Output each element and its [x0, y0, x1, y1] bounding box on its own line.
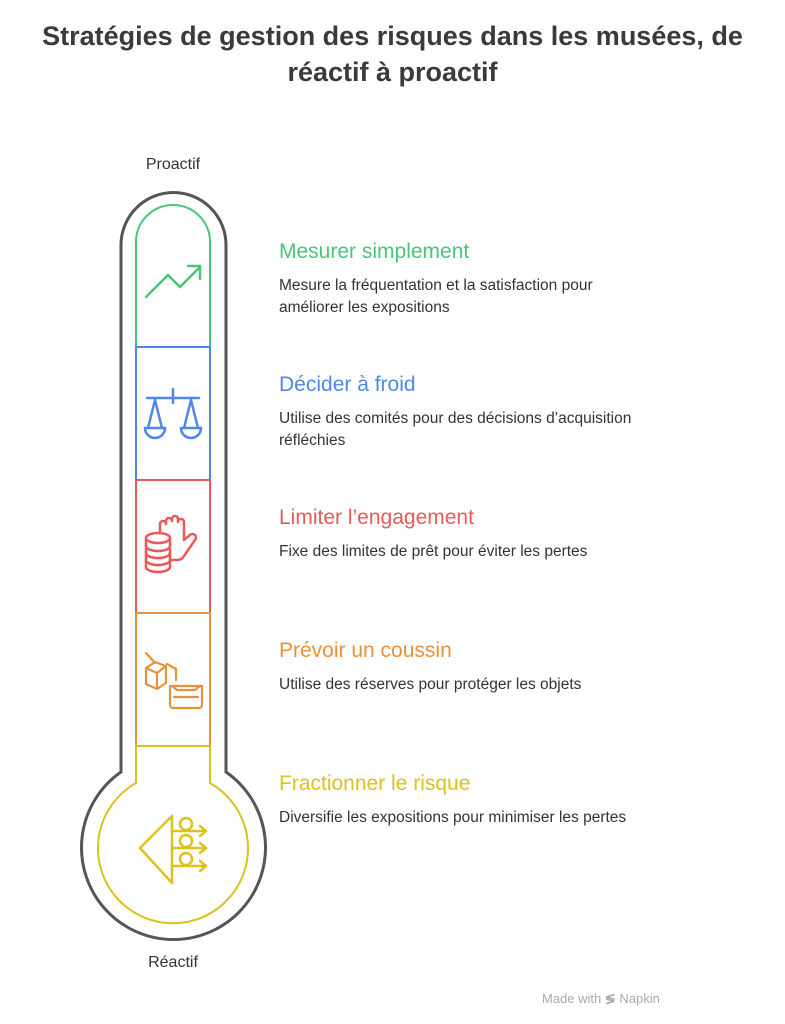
strategy-description: Fixe des limites de prêt pour éviter les… — [279, 543, 588, 560]
strategy-heading: Décider à froid — [279, 373, 416, 396]
strategy-heading: Mesurer simplement — [279, 240, 470, 263]
axis-label-bottom: Réactif — [148, 954, 198, 971]
hand-coins-icon — [144, 514, 198, 574]
thermometer-outline — [80, 191, 267, 941]
page-title: Stratégies de gestion des risques dans l… — [42, 21, 743, 87]
strategy-description: Utilise des réserves pour protéger les o… — [279, 676, 582, 693]
strategy-item-measure: Mesurer simplement Mesure la fréquentati… — [279, 239, 639, 319]
made-with-label: Made with — [542, 991, 602, 1006]
trend-up-icon — [144, 264, 202, 299]
strategy-heading: Limiter l’engagement — [279, 506, 474, 529]
strategy-item-limit: Limiter l’engagement Fixe des limites de… — [279, 505, 639, 563]
napkin-logo-icon: ≶ — [604, 991, 616, 1006]
strategy-item-split: Fractionner le risque Diversifie les exp… — [279, 771, 639, 829]
box-reserve-icon — [144, 651, 204, 710]
strategy-description: Diversifie les expositions pour minimise… — [279, 809, 627, 826]
segment-yellow — [97, 745, 249, 925]
split-arrows-icon — [138, 814, 208, 885]
strategy-heading: Fractionner le risque — [279, 772, 471, 795]
axis-label-top: Proactif — [145, 156, 201, 173]
segment-green — [135, 204, 211, 348]
brand-label: Napkin — [619, 991, 660, 1006]
segment-blue — [135, 346, 211, 481]
strategy-item-decide: Décider à froid Utilise des comités pour… — [279, 372, 639, 452]
strategy-description: Utilise des comités pour des décisions d… — [279, 410, 632, 449]
strategy-item-cushion: Prévoir un coussin Utilise des réserves … — [279, 638, 639, 696]
strategy-description: Mesure la fréquentation et la satisfacti… — [279, 277, 593, 316]
scale-icon — [143, 387, 203, 440]
strategy-heading: Prévoir un coussin — [279, 639, 452, 662]
napkin-watermark: Made with ≶ Napkin — [542, 991, 660, 1007]
